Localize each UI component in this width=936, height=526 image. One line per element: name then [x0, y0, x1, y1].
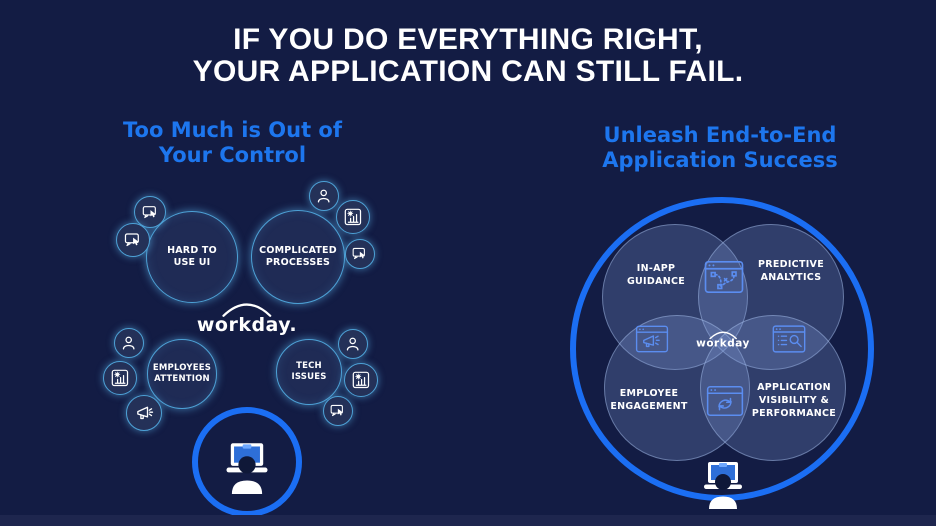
chart-gear-icon: [110, 368, 130, 388]
sync-window-icon: [706, 386, 744, 417]
bubble-label: EMPLOYEES ATTENTION: [152, 363, 212, 384]
person-icon: [315, 187, 332, 204]
workday-logo: workday.: [197, 302, 297, 336]
chart-gear-icon: [343, 207, 363, 227]
satellite-bubble: [114, 328, 144, 358]
venn-label-application-visibility: APPLICATION VISIBILITY & PERFORMANCE: [751, 381, 837, 419]
megaphone-icon: [133, 402, 154, 423]
workday-arc-icon: [709, 331, 737, 340]
satellite-bubble: [134, 196, 166, 228]
left-heading: Too Much is Out of Your Control: [100, 118, 365, 168]
chart-gear-icon: [351, 370, 371, 390]
left-heading-line2: Your Control: [158, 143, 307, 168]
person-icon: [344, 335, 361, 352]
bottom-band: [0, 515, 936, 526]
page-title-line2: YOUR APPLICATION CAN STILL FAIL.: [192, 55, 744, 89]
satellite-bubble: [309, 181, 339, 211]
workday-arc-icon: [222, 303, 272, 317]
left-heading-line1: Too Much is Out of: [123, 118, 342, 142]
venn-label-in-app-guidance: IN-APP GUIDANCE: [626, 263, 686, 287]
chat-window-icon: [141, 203, 160, 222]
satellite-bubble: [338, 329, 368, 359]
page-title: IF YOU DO EVERYTHING RIGHT, YOUR APPLICA…: [0, 23, 936, 89]
bubble-label: HARD TO USE UI: [167, 245, 217, 268]
bubble-label: TECH ISSUES: [291, 361, 327, 382]
bubble-complicated-processes: COMPLICATED PROCESSES: [251, 210, 345, 304]
satellite-bubble: [116, 223, 150, 257]
page-title-line1: IF YOU DO EVERYTHING RIGHT,: [233, 23, 703, 56]
satellite-bubble: [345, 239, 375, 269]
person-icon: [120, 334, 137, 351]
workday-logo-text: workday: [696, 337, 750, 350]
venn-label-predictive-analytics: PREDICTIVE ANALYTICS: [757, 259, 825, 283]
megaphone-window-icon: [636, 325, 669, 353]
right-heading-line1: Unleash End-to-End: [603, 123, 837, 147]
satellite-bubble: [323, 396, 353, 426]
chat-window-icon: [123, 230, 143, 250]
satellite-bubble: [344, 363, 378, 397]
satellite-bubble: [126, 395, 162, 431]
bubble-tech-issues: TECH ISSUES: [276, 339, 342, 405]
search-list-window-icon: [772, 325, 806, 353]
workday-logo-small: workday: [696, 331, 750, 350]
bubble-hard-to-use-ui: HARD TO USE UI: [146, 211, 238, 303]
bubble-employees-attention: EMPLOYEES ATTENTION: [147, 339, 217, 409]
workday-logo-text: workday.: [196, 314, 298, 336]
right-heading: Unleash End-to-End Application Success: [550, 123, 890, 173]
chat-window-icon: [351, 245, 368, 262]
venn-label-employee-engagement: EMPLOYEE ENGAGEMENT: [610, 388, 688, 412]
laptop-user-icon: [699, 458, 747, 510]
journey-window-icon: [704, 261, 744, 294]
right-heading-line2: Application Success: [602, 148, 838, 173]
satellite-bubble: [103, 361, 137, 395]
satellite-bubble: [336, 200, 370, 234]
laptop-user-icon: [221, 440, 273, 494]
chat-window-icon: [329, 402, 346, 419]
bubble-label: COMPLICATED PROCESSES: [259, 245, 337, 268]
user-ring: [192, 407, 302, 517]
